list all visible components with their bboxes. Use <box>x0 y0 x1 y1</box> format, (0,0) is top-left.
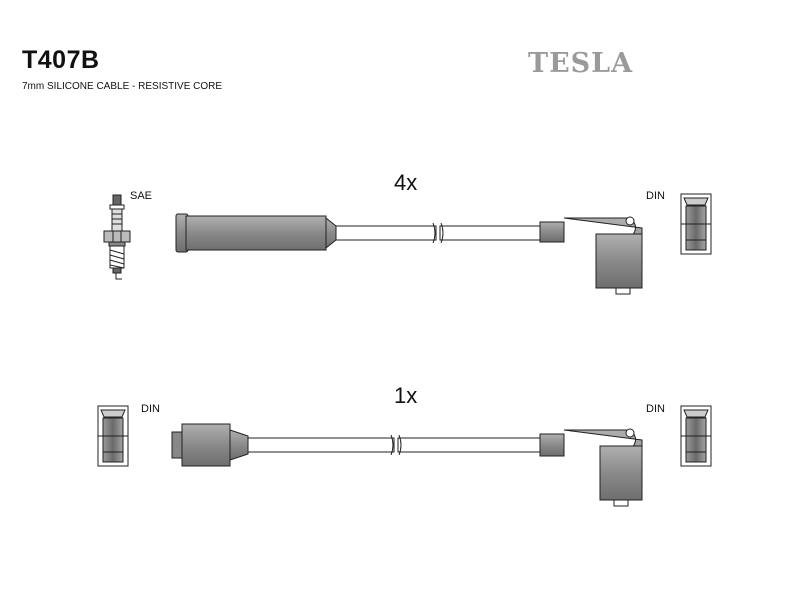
lead-1-cable <box>335 222 541 244</box>
cable-description: 7mm SILICONE CABLE - RESISTIVE CORE <box>22 81 223 92</box>
din-terminal-icon <box>97 405 129 467</box>
coil-end-connector <box>171 423 249 467</box>
angled-plug-boot <box>539 428 643 507</box>
angled-plug-boot <box>539 216 643 295</box>
lead-1-right-terminal-label: DIN <box>646 190 665 202</box>
part-number: T407B <box>22 46 100 74</box>
lead-1-quantity: 4x <box>394 170 418 195</box>
straight-plug-boot <box>175 213 337 253</box>
spark-plug-icon <box>103 194 131 280</box>
lead-2-quantity: 1x <box>394 383 418 408</box>
lead-2-cable <box>247 434 541 456</box>
lead-2-right-terminal-label: DIN <box>646 403 665 415</box>
lead-2-left-terminal-label: DIN <box>141 403 160 415</box>
din-terminal-icon <box>680 193 712 255</box>
din-terminal-icon <box>680 405 712 467</box>
lead-1-left-terminal-label: SAE <box>130 190 153 202</box>
brand-logo-text: TESLA <box>528 48 634 79</box>
